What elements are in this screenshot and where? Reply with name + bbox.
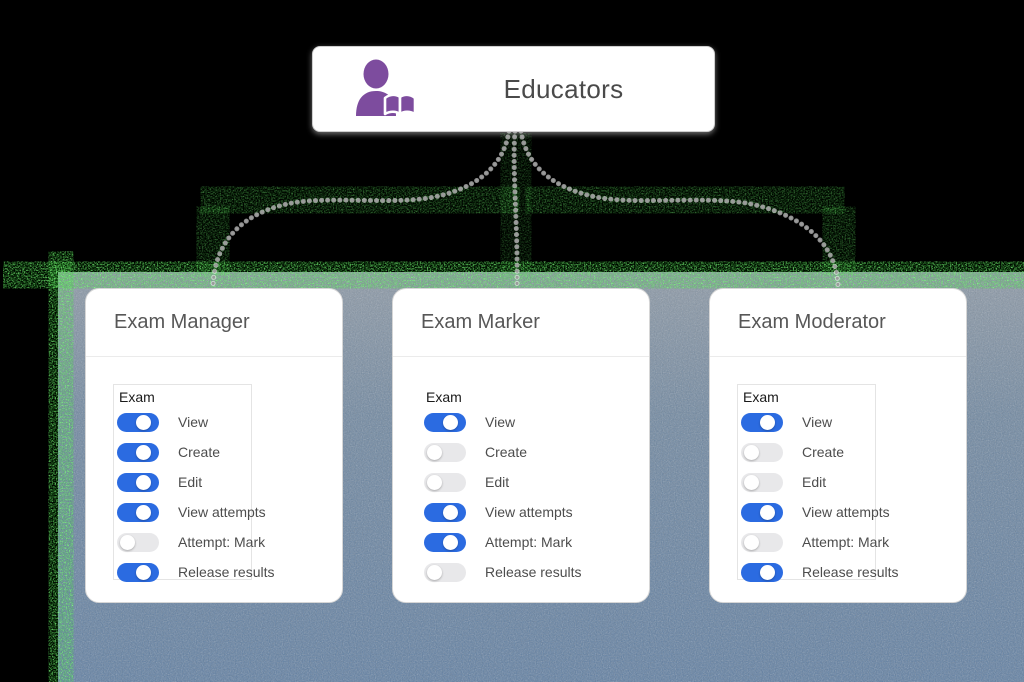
- toggle-view[interactable]: [424, 412, 466, 432]
- permissions-panel: Exam View Create Edit View attempts Atte…: [113, 384, 275, 582]
- toggle-knob: [760, 414, 775, 430]
- toggle-edit[interactable]: [741, 472, 783, 492]
- permission-row: View attempts: [424, 497, 573, 527]
- toggle-create[interactable]: [741, 442, 783, 462]
- permission-label: Edit: [178, 474, 203, 490]
- role-title: Exam Moderator: [738, 311, 886, 333]
- toggle-knob: [443, 414, 458, 430]
- toggle-knob: [443, 534, 458, 550]
- permission-label: View: [802, 414, 833, 430]
- permission-label: View: [178, 414, 209, 430]
- role-title: Exam Manager: [114, 311, 250, 333]
- permission-row: Attempt: Mark: [117, 527, 265, 557]
- permission-label: Attempt: Mark: [802, 534, 890, 550]
- role-card-exam-marker: Exam Marker Exam View Create Edit View a…: [392, 288, 650, 603]
- permission-label: View attempts: [485, 504, 573, 520]
- toggle-knob: [427, 444, 442, 460]
- educators-person-book-icon: [347, 58, 419, 122]
- role-card-exam-manager: Exam Manager Exam View Create Edit View …: [85, 288, 343, 603]
- permission-label: Create: [485, 444, 528, 460]
- toggle-view-attempts[interactable]: [741, 502, 783, 522]
- toggle-view[interactable]: [117, 412, 159, 432]
- divider: [86, 356, 342, 357]
- divider: [393, 356, 649, 357]
- connector-left: [211, 129, 511, 288]
- permissions-panel: Exam View Create Edit View attempts Atte…: [737, 384, 899, 582]
- permission-row: View: [117, 407, 251, 437]
- toggle-knob: [427, 474, 442, 490]
- section-label: Exam: [119, 389, 155, 405]
- toggle-attempt-mark[interactable]: [117, 532, 159, 552]
- toggle-knob: [120, 534, 135, 550]
- toggle-knob: [760, 564, 775, 580]
- toggle-release-results[interactable]: [741, 562, 783, 582]
- permission-label: Attempt: Mark: [485, 534, 573, 550]
- connector-lines: [210, 128, 841, 289]
- permission-label: View: [485, 414, 516, 430]
- toggle-knob: [427, 564, 442, 580]
- permission-label: Create: [802, 444, 845, 460]
- toggle-knob: [760, 504, 775, 520]
- divider: [710, 356, 966, 357]
- toggle-release-results[interactable]: [117, 562, 159, 582]
- toggle-knob: [136, 414, 151, 430]
- toggle-create[interactable]: [117, 442, 159, 462]
- permission-label: Create: [178, 444, 221, 460]
- section-label: Exam: [426, 389, 462, 405]
- permission-label: Edit: [802, 474, 827, 490]
- toggle-knob: [136, 444, 151, 460]
- toggle-knob: [744, 444, 759, 460]
- permission-row: Edit: [741, 467, 875, 497]
- permission-row: Release results: [424, 557, 582, 587]
- permissions-panel: Exam View Create Edit View attempts Atte…: [420, 384, 582, 582]
- permission-label: Release results: [178, 564, 275, 580]
- educators-title: Educators: [503, 73, 624, 104]
- permission-row: Create: [424, 437, 558, 467]
- permission-label: Release results: [802, 564, 899, 580]
- toggle-knob: [136, 474, 151, 490]
- connector-middle: [512, 129, 519, 288]
- toggle-knob: [136, 504, 151, 520]
- toggle-attempt-mark[interactable]: [741, 532, 783, 552]
- permission-row: Create: [117, 437, 251, 467]
- role-title: Exam Marker: [421, 311, 540, 333]
- permission-row: View: [424, 407, 558, 437]
- permission-row: Attempt: Mark: [741, 527, 889, 557]
- permission-row: View attempts: [117, 497, 266, 527]
- toggle-knob: [744, 474, 759, 490]
- permission-label: Edit: [485, 474, 510, 490]
- role-card-exam-moderator: Exam Moderator Exam View Create Edit Vie…: [709, 288, 967, 603]
- educators-card: Educators: [312, 46, 715, 132]
- permission-label: View attempts: [178, 504, 266, 520]
- section-label: Exam: [743, 389, 779, 405]
- toggle-create[interactable]: [424, 442, 466, 462]
- toggle-attempt-mark[interactable]: [424, 532, 466, 552]
- permission-row: View attempts: [741, 497, 890, 527]
- permission-row: View: [741, 407, 875, 437]
- toggle-view-attempts[interactable]: [117, 502, 159, 522]
- permission-row: Edit: [424, 467, 558, 497]
- permission-row: Create: [741, 437, 875, 467]
- toggle-edit[interactable]: [424, 472, 466, 492]
- permission-row: Attempt: Mark: [424, 527, 572, 557]
- permission-label: View attempts: [802, 504, 890, 520]
- toggle-edit[interactable]: [117, 472, 159, 492]
- permission-label: Release results: [485, 564, 582, 580]
- toggle-knob: [443, 504, 458, 520]
- connector-right: [519, 129, 840, 288]
- permission-row: Release results: [117, 557, 275, 587]
- permission-row: Edit: [117, 467, 251, 497]
- permission-label: Attempt: Mark: [178, 534, 266, 550]
- toggle-view-attempts[interactable]: [424, 502, 466, 522]
- toggle-knob: [136, 564, 151, 580]
- permission-row: Release results: [741, 557, 899, 587]
- toggle-release-results[interactable]: [424, 562, 466, 582]
- toggle-view[interactable]: [741, 412, 783, 432]
- toggle-knob: [744, 534, 759, 550]
